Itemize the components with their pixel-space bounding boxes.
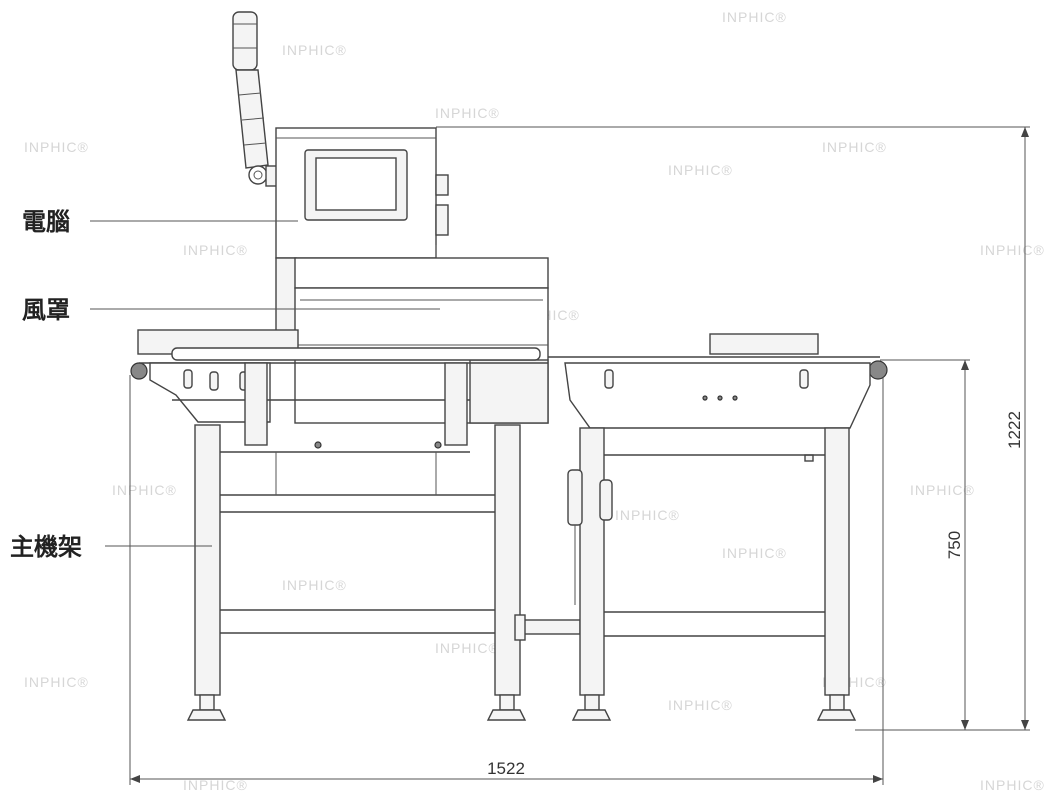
foot-1 <box>186 709 227 721</box>
dim-overall-length: 1522 <box>487 759 525 778</box>
dim-table-height: 750 <box>945 531 964 559</box>
screen-display <box>315 157 397 211</box>
hood-side-panel <box>469 359 549 424</box>
label-computer: 電腦 <box>22 208 70 236</box>
label-hood: 風罩 <box>22 296 70 324</box>
control-box <box>567 469 583 526</box>
watermark: INPHIC® <box>435 640 500 656</box>
hood-top <box>294 257 549 289</box>
watermark: INPHIC® <box>980 777 1045 793</box>
signal-arm-top <box>232 11 258 71</box>
cabinet-post <box>275 257 297 339</box>
watermark: INPHIC® <box>112 482 177 498</box>
frame-connector <box>519 619 581 635</box>
watermark: INPHIC® <box>282 42 347 58</box>
watermark: INPHIC® <box>282 577 347 593</box>
foot-2 <box>486 709 527 721</box>
dim-overall-height: 1222 <box>1005 411 1024 449</box>
leveling-feet <box>186 694 857 721</box>
watermark: INPHIC® <box>668 697 733 713</box>
support-post-left <box>244 362 268 446</box>
leg-left-rear <box>494 424 521 696</box>
watermark: INPHIC® <box>183 777 248 793</box>
watermark: INPHIC® <box>722 545 787 561</box>
air-valve <box>599 479 613 521</box>
power-switch <box>435 204 449 236</box>
foot-4 <box>816 709 857 721</box>
arm-joint <box>248 165 268 185</box>
leg-right-front <box>579 427 605 696</box>
leg-left-front <box>194 424 221 696</box>
outfeed-side-plate <box>564 362 871 429</box>
watermark: INPHIC® <box>435 105 500 121</box>
switch-knob <box>435 174 449 196</box>
infeed-roller <box>130 362 148 380</box>
foot-3 <box>571 709 612 721</box>
signal-arm <box>232 11 279 187</box>
watermark: INPHIC® <box>24 674 89 690</box>
outfeed-roller <box>868 360 888 380</box>
reject-box <box>709 333 819 355</box>
watermark: INPHIC® <box>910 482 975 498</box>
leg-right-rear <box>824 427 850 696</box>
watermark: INPHIC® <box>722 9 787 25</box>
watermark: INPHIC® <box>980 242 1045 258</box>
watermark: INPHIC® <box>668 162 733 178</box>
watermark: INPHIC® <box>822 139 887 155</box>
main-frame <box>194 424 581 696</box>
watermark: INPHIC® <box>24 139 89 155</box>
computer-cabinet <box>275 127 449 339</box>
outfeed-conveyor <box>548 333 888 462</box>
label-frame: 主機架 <box>10 533 82 561</box>
part-callouts: 電腦 風罩 主機架 <box>10 208 440 561</box>
infeed-conveyor <box>130 329 548 453</box>
wind-hood <box>294 257 549 424</box>
conveyor-belt-top <box>171 347 541 361</box>
outfeed-frame <box>567 427 850 696</box>
watermark: INPHIC® <box>615 507 680 523</box>
watermark: INPHIC® <box>183 242 248 258</box>
dimension-lines: 1222 750 1522 <box>129 126 1030 785</box>
support-post-right <box>444 362 468 446</box>
